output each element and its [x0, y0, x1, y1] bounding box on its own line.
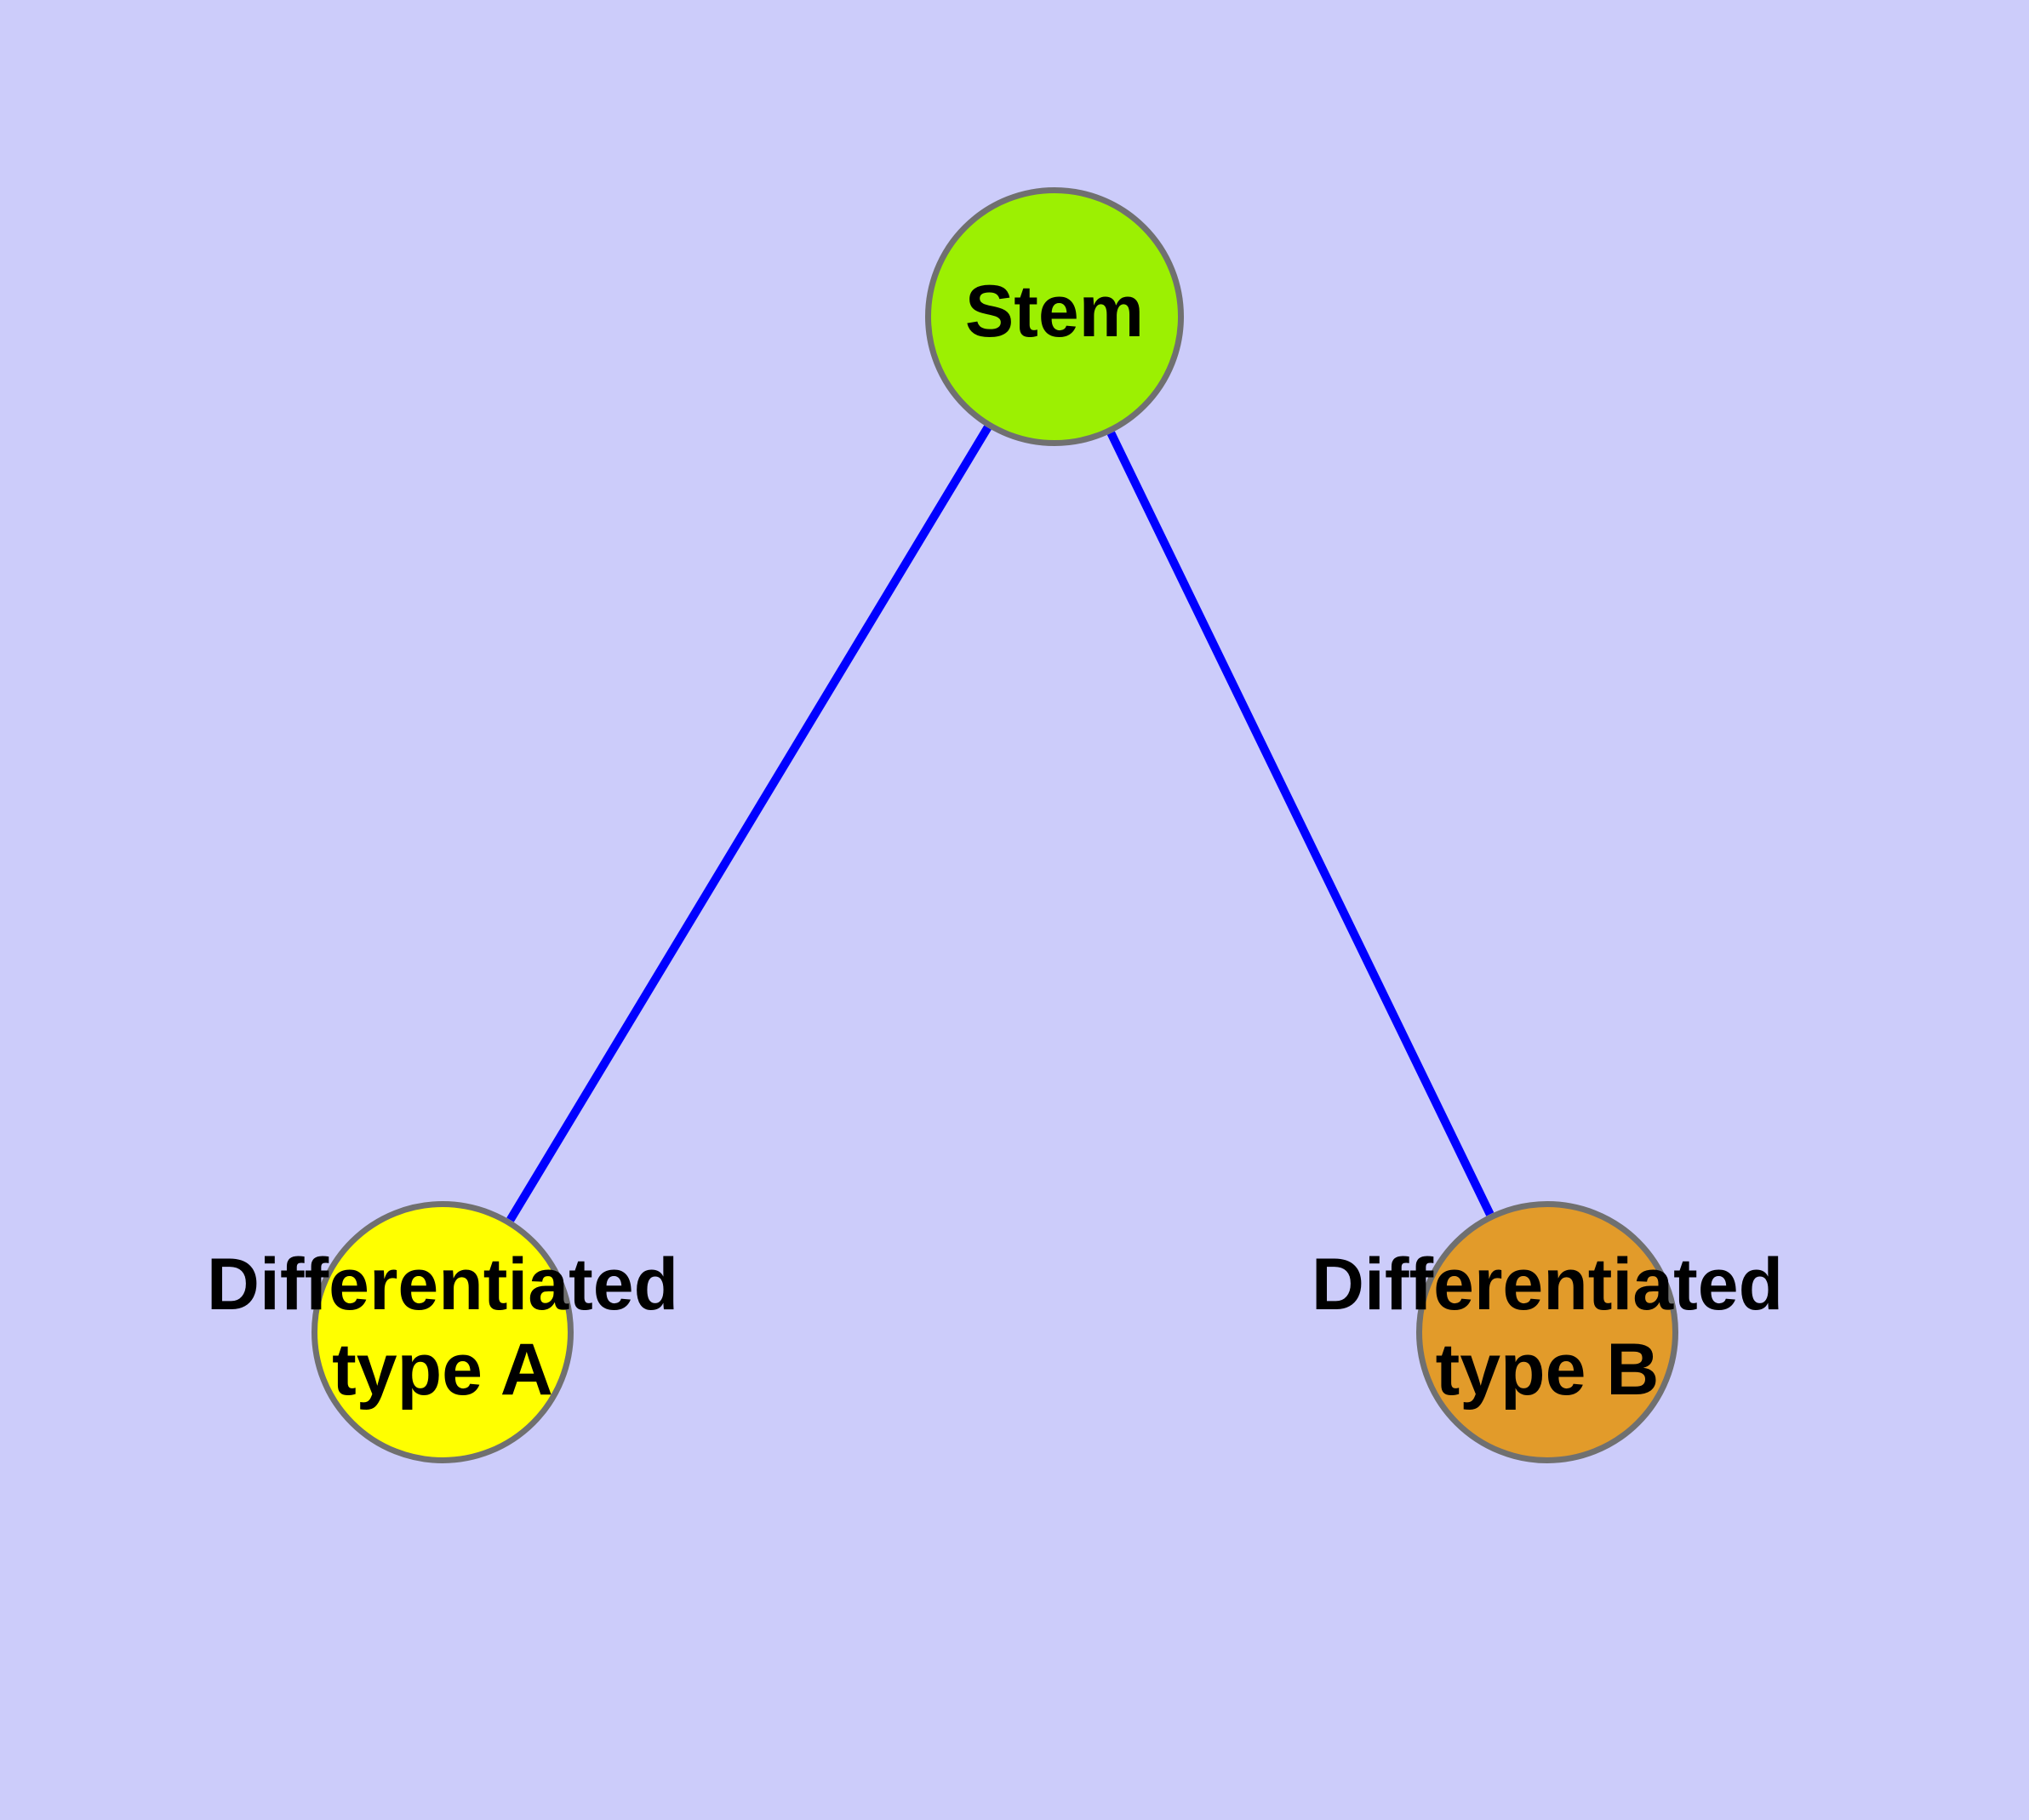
node-label-stem: Stem: [965, 271, 1144, 352]
edge-stem-to-diff_b[interactable]: [1106, 431, 1495, 1216]
node-label-line: Stem: [965, 271, 1144, 352]
edge-stem-to-diff_a[interactable]: [506, 425, 992, 1222]
nodes-layer: [311, 187, 1678, 1463]
node-diff_a[interactable]: [311, 1201, 574, 1463]
node-diff_b[interactable]: [1416, 1201, 1678, 1463]
node-label-line: Differentiated: [207, 1244, 678, 1325]
edges-layer: [506, 425, 1495, 1222]
node-label-line: type B: [1436, 1329, 1660, 1411]
node-label-line: Differentiated: [1312, 1244, 1783, 1325]
node-label-line: type A: [332, 1329, 553, 1411]
node-stem[interactable]: [925, 187, 1184, 446]
